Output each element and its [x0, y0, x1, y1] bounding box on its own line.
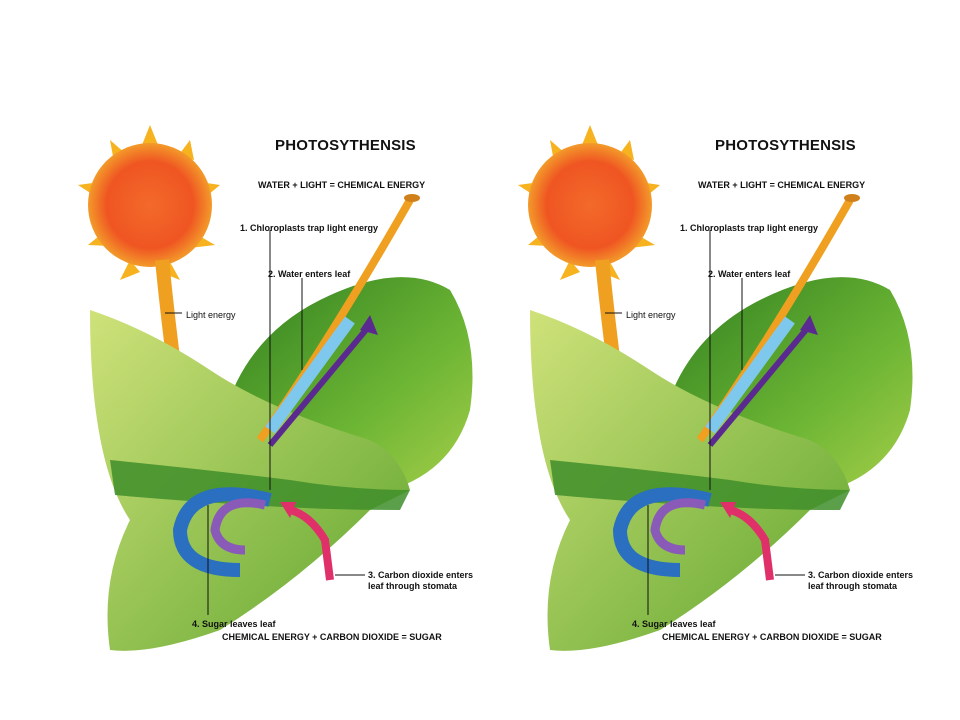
purple-cycle-arrow [210, 498, 266, 555]
water-arrow [705, 316, 795, 434]
step-2-label: 2. Water enters leaf [268, 269, 351, 279]
leader-lines [605, 230, 805, 615]
equation-bottom: CHEMICAL ENERGY + CARBON DIOXIDE = SUGAR [662, 632, 882, 642]
photosynthesis-panel-left: PHOTOSYTHENSIS WATER + LIGHT = CHEMICAL … [70, 110, 510, 660]
cell-layer [550, 460, 850, 510]
step-1-label: 1. Chloroplasts trap light energy [240, 223, 379, 233]
step-1-label: 1. Chloroplasts trap light energy [680, 223, 819, 233]
purple-arrow [267, 323, 373, 447]
step-2-label: 2. Water enters leaf [708, 269, 791, 279]
purple-arrow [707, 323, 813, 447]
co2-arrow [288, 506, 334, 581]
leader-lines [165, 230, 365, 615]
light-energy-label: Light energy [626, 310, 676, 320]
equation-bottom: CHEMICAL ENERGY + CARBON DIOXIDE = SUGAR [222, 632, 442, 642]
purple-cycle-arrow [650, 498, 706, 555]
light-energy-label: Light energy [186, 310, 236, 320]
step-3-label: 3. Carbon dioxide enters leaf through st… [808, 570, 914, 591]
step-3-label: 3. Carbon dioxide enters leaf through st… [368, 570, 474, 591]
sun-icon [88, 143, 212, 267]
equation-top: WATER + LIGHT = CHEMICAL ENERGY [698, 180, 866, 190]
step-4-label: 4. Sugar leaves leaf [632, 619, 716, 629]
cell-layer [110, 460, 410, 510]
photosynthesis-illustration [518, 125, 913, 651]
sun-icon [528, 143, 652, 267]
water-arrow [265, 316, 355, 434]
equation-top: WATER + LIGHT = CHEMICAL ENERGY [258, 180, 426, 190]
diagram-title: PHOTOSYTHENSIS [715, 137, 856, 154]
diagram-title: PHOTOSYTHENSIS [275, 137, 416, 154]
photosynthesis-panel-right: PHOTOSYTHENSIS WATER + LIGHT = CHEMICAL … [510, 110, 950, 660]
step-4-label: 4. Sugar leaves leaf [192, 619, 276, 629]
photosynthesis-illustration [78, 125, 473, 651]
co2-arrow [728, 506, 774, 581]
